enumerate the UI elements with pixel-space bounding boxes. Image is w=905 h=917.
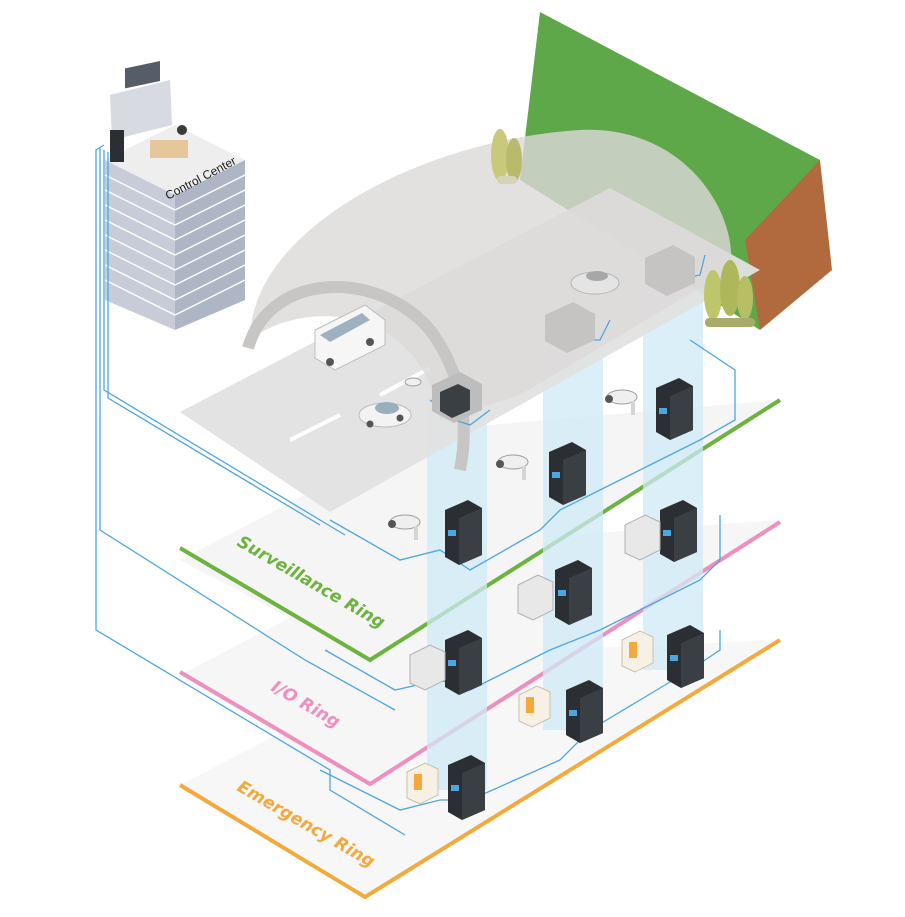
io-module-icon bbox=[517, 574, 554, 621]
industrial-ethernet-switch-icon bbox=[445, 500, 482, 565]
control-center-building: Control Center bbox=[104, 60, 246, 330]
cameras bbox=[388, 377, 638, 540]
backbone-cables bbox=[95, 144, 406, 836]
industrial-ethernet-switch-icon bbox=[555, 560, 592, 625]
vehicles bbox=[314, 271, 620, 428]
emergency-phones bbox=[406, 630, 654, 805]
switches bbox=[432, 245, 704, 820]
ip-camera-icon bbox=[605, 389, 638, 415]
industrial-ethernet-switch-icon bbox=[645, 245, 695, 296]
industrial-ethernet-switch-icon bbox=[656, 378, 693, 440]
industrial-ethernet-switch-icon bbox=[549, 442, 586, 505]
industrial-ethernet-switch-icon bbox=[566, 680, 603, 743]
io-module-icon bbox=[624, 514, 661, 561]
industrial-ethernet-switch-icon bbox=[667, 625, 704, 688]
industrial-ethernet-switch-icon bbox=[432, 372, 482, 423]
tree-icon bbox=[704, 260, 755, 327]
car-icon bbox=[570, 271, 620, 295]
industrial-ethernet-switch-icon bbox=[545, 302, 595, 353]
industrial-ethernet-switch-icon bbox=[448, 755, 485, 820]
bus-icon bbox=[314, 304, 386, 371]
ip-camera-icon bbox=[404, 377, 422, 387]
emergency-phone-icon bbox=[621, 630, 654, 673]
io-module-icon bbox=[409, 644, 446, 691]
tree-icon bbox=[491, 129, 522, 184]
emergency-ring-line bbox=[178, 638, 782, 900]
ip-camera-icon bbox=[496, 454, 529, 480]
emergency-phone-icon bbox=[518, 685, 551, 728]
beams bbox=[427, 270, 703, 790]
ip-camera-icon bbox=[388, 514, 421, 540]
trees bbox=[491, 129, 755, 327]
industrial-ethernet-switch-icon bbox=[660, 500, 697, 562]
io-modules bbox=[409, 514, 661, 691]
industrial-ethernet-switch-icon bbox=[445, 630, 482, 695]
car-icon bbox=[358, 402, 412, 428]
emergency-phone-icon bbox=[406, 762, 439, 805]
